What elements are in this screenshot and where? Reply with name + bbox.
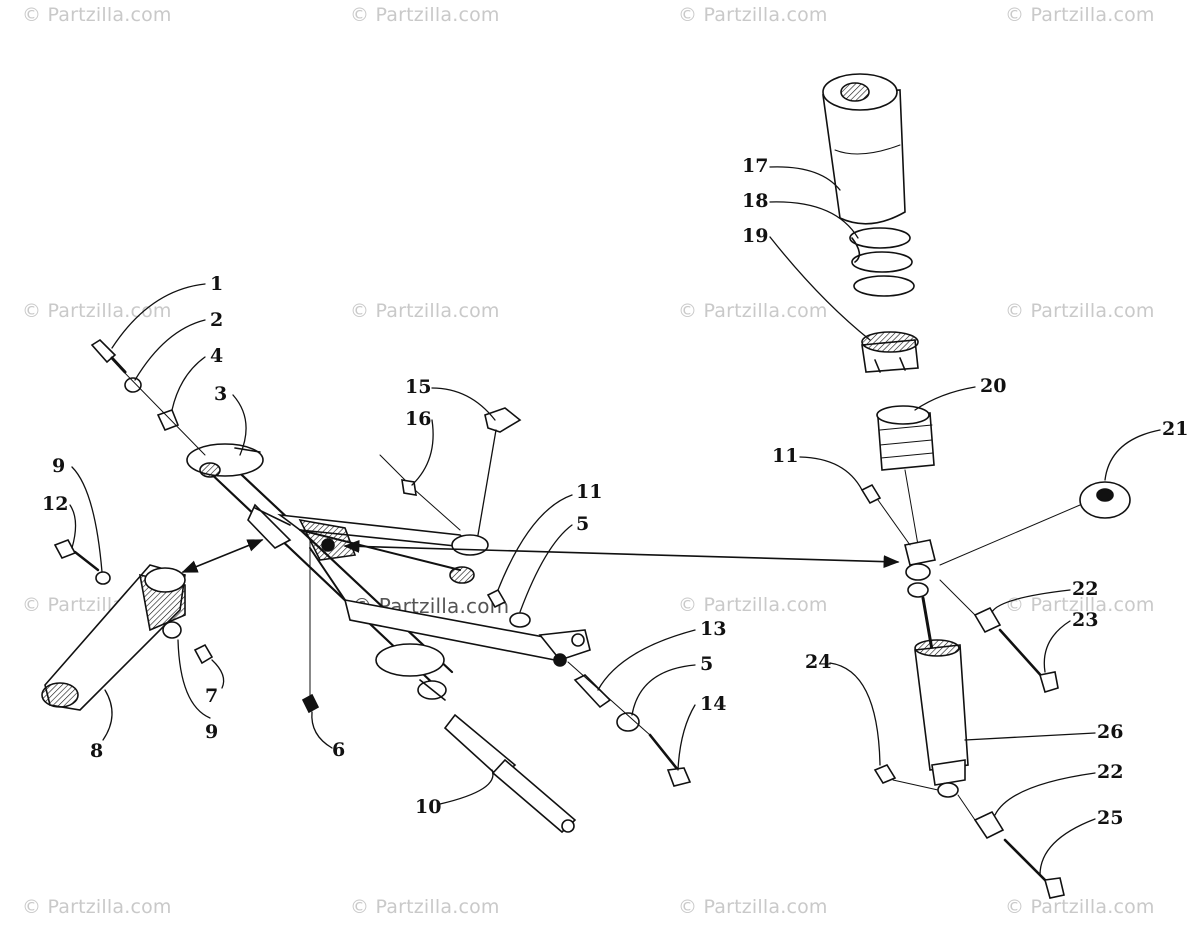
callout-3: 3	[214, 383, 227, 405]
part-17-boot	[822, 73, 906, 225]
part-11-nut-shock	[860, 483, 882, 505]
part-5-bushing-lower	[616, 712, 640, 732]
callout-23: 23	[1072, 609, 1098, 631]
part-6-fitting	[301, 693, 320, 714]
watermark: © Partzilla.com	[678, 896, 828, 918]
part-22-bushing-lower	[973, 810, 1005, 840]
part-18-spring	[849, 227, 915, 297]
watermark: © Partzilla.com	[22, 300, 172, 322]
watermark: © Partzilla.com	[350, 300, 500, 322]
watermark: © Partzilla.com	[22, 896, 172, 918]
watermark: © Partzilla.com	[678, 300, 828, 322]
part-23-bolt	[998, 628, 1047, 682]
watermark: © Partzilla.com	[1005, 594, 1155, 616]
watermark: © Partzilla.com	[678, 594, 828, 616]
part-9-washer-lower	[162, 621, 182, 639]
watermark: © Partzilla.com	[350, 4, 500, 26]
callout-22-lower: 22	[1097, 761, 1123, 783]
callout-1: 1	[210, 273, 223, 295]
part-4-bushing	[156, 408, 180, 432]
part-5-bushing	[509, 612, 531, 628]
callout-5: 5	[576, 513, 589, 535]
part-26-shock-body	[914, 639, 969, 798]
callout-25: 25	[1097, 807, 1123, 829]
watermark: © Partzilla.com	[678, 4, 828, 26]
part-1-bolt	[90, 338, 127, 374]
callout-19: 19	[742, 225, 768, 247]
part-19-adjuster	[861, 331, 919, 373]
part-11-nut	[486, 588, 507, 609]
callout-22: 22	[1072, 578, 1098, 600]
callout-26: 26	[1097, 721, 1123, 743]
callout-11-shock: 11	[772, 445, 798, 467]
part-24-nut	[873, 763, 897, 785]
callout-24: 24	[805, 651, 831, 673]
callout-18: 18	[742, 190, 768, 212]
callout-2: 2	[210, 309, 223, 331]
callout-15: 15	[405, 376, 431, 398]
shock-upper-eye	[904, 539, 936, 652]
callout-16: 16	[405, 408, 431, 430]
callout-10: 10	[415, 796, 441, 818]
callout-8: 8	[90, 740, 103, 762]
callout-11: 11	[576, 481, 602, 503]
callout-7: 7	[205, 685, 218, 707]
part-2-washer	[124, 377, 142, 393]
watermark: © Partzilla.com	[350, 896, 500, 918]
watermark: © Partzilla.com	[22, 4, 172, 26]
part-12-bolt	[53, 539, 77, 559]
callout-6: 6	[332, 739, 345, 761]
watermark: © Partzilla.com	[1005, 300, 1155, 322]
leader-lines	[69, 166, 1161, 876]
callout-14: 14	[700, 693, 726, 715]
part-22-bushing	[973, 606, 1002, 634]
a-arm	[186, 443, 591, 701]
callout-21: 21	[1162, 418, 1188, 440]
part-25-bolt	[1003, 838, 1052, 887]
part-9-washer	[95, 571, 111, 585]
part-21-washer	[1079, 481, 1131, 519]
part-7-nut	[193, 643, 214, 665]
callout-4: 4	[210, 345, 223, 367]
callout-17: 17	[742, 155, 768, 177]
callout-12: 12	[42, 493, 68, 515]
part-8-spindle-arm	[41, 564, 186, 711]
callout-5-lower: 5	[700, 653, 713, 675]
part-10-tube	[443, 713, 577, 834]
part-20-bumper	[876, 405, 935, 471]
callout-9: 9	[52, 455, 65, 477]
watermark: © Partzilla.com	[1005, 4, 1155, 26]
callout-20: 20	[980, 375, 1006, 397]
callout-13: 13	[700, 618, 726, 640]
part-15-cap	[484, 407, 522, 433]
callout-labels: 1 2 3 4 5 5 6 7 8 9 9 10 11 11 12 13 14 …	[42, 155, 1188, 829]
callout-9-lower: 9	[205, 721, 218, 743]
watermark: © Partzilla.com	[1005, 896, 1155, 918]
